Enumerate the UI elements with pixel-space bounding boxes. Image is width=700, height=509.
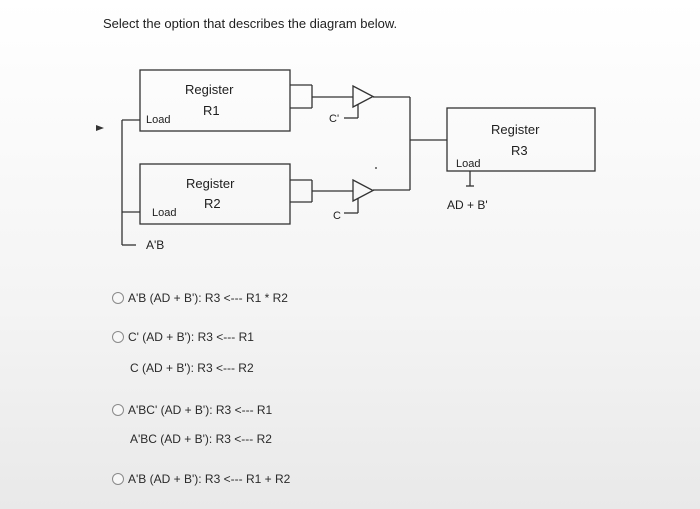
r1-label-name: R1 — [203, 103, 220, 118]
option-1[interactable]: A'B (AD + B'): R3 <--- R1 * R2 — [112, 291, 288, 305]
r1-load-label: Load — [146, 114, 171, 126]
control-c-label: C — [333, 210, 341, 222]
r2-label-register: Register — [186, 176, 235, 191]
radio-button[interactable] — [112, 292, 124, 304]
r2-label-name: R2 — [204, 196, 221, 211]
register-r1-box — [139, 69, 291, 132]
r3-load-label: Load — [456, 158, 481, 170]
tristate-buffer-r2 — [352, 178, 375, 203]
tristate-buffer-r1 — [352, 84, 375, 109]
radio-button[interactable] — [112, 473, 124, 485]
radio-button[interactable] — [112, 331, 124, 343]
control-c-prime-label: C' — [329, 113, 340, 125]
input-a-prime-b-label: A'B — [146, 238, 165, 252]
option-3[interactable]: A'BC' (AD + B'): R3 <--- R1 — [112, 403, 272, 417]
question-text: Select the option that describes the dia… — [103, 16, 398, 31]
option-2-text: C' (AD + B'): R3 <--- R1 — [128, 330, 254, 344]
option-4-text: A'B (AD + B'): R3 <--- R1 + R2 — [128, 472, 291, 486]
option-2[interactable]: C' (AD + B'): R3 <--- R1 — [112, 330, 254, 344]
radio-button[interactable] — [112, 404, 124, 416]
option-3-text: A'BC' (AD + B'): R3 <--- R1 — [128, 403, 273, 417]
option-3-text-line2: A'BC (AD + B'): R3 <--- R2 — [130, 432, 272, 446]
option-1-text: A'B (AD + B'): R3 <--- R1 * R2 — [128, 291, 288, 305]
r3-label-register: Register — [491, 122, 540, 137]
arrow-marker-icon — [96, 125, 104, 131]
r2-load-label: Load — [152, 207, 177, 219]
r3-load-input-label: AD + B' — [447, 198, 488, 212]
option-4[interactable]: A'B (AD + B'): R3 <--- R1 + R2 — [112, 472, 290, 486]
option-2-text-line2: C (AD + B'): R3 <--- R2 — [130, 361, 254, 375]
r3-label-name: R3 — [511, 143, 528, 158]
register-r2-box — [139, 163, 291, 225]
r1-label-register: Register — [185, 82, 234, 97]
